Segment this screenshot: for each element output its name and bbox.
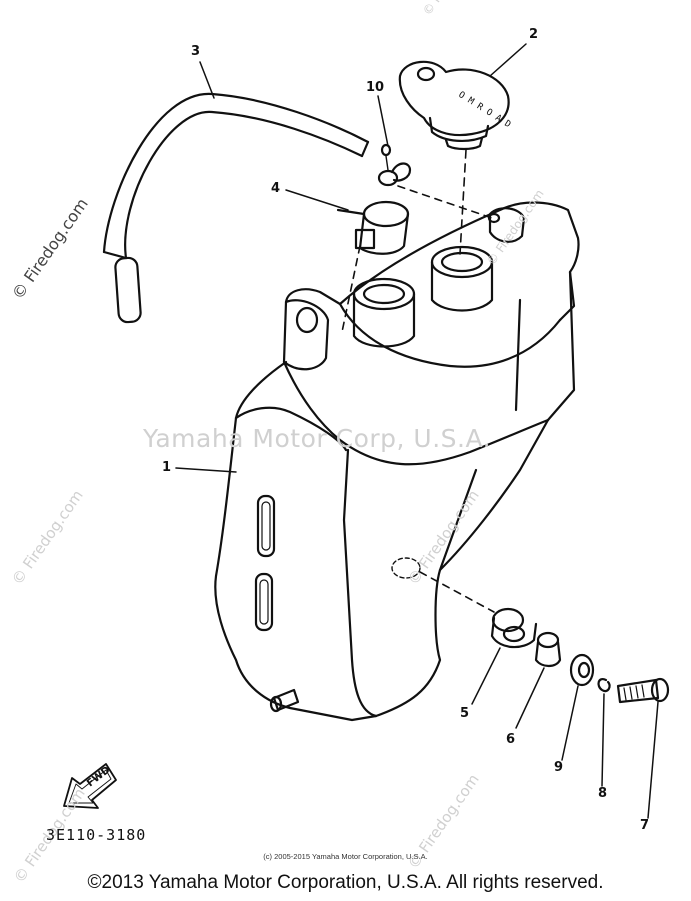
hose-clip [377,143,412,187]
part-code: 3E110-3180 [46,826,147,844]
oil-tank-body [214,201,580,722]
callout-2: 2 [529,27,539,42]
oil-tank-cap [398,60,510,151]
callout-7: 7 [640,818,650,833]
fwd-arrow-icon [63,763,117,809]
watermark-yamaha: Yamaha Motor Corp, U.S.A. [143,424,492,453]
collar [534,631,562,668]
small-copyright: (c) 2005-2015 Yamaha Motor Corporation, … [263,852,428,861]
breather-fitting [336,200,410,255]
callout-10: 10 [366,80,385,95]
callout-3: 3 [191,44,201,59]
callout-4: 4 [271,181,281,196]
washer [569,653,595,687]
callout-8: 8 [598,786,608,801]
callout-5: 5 [460,706,470,721]
callout-1: 1 [162,460,172,475]
leader-lines [175,43,659,819]
callout-6: 6 [506,732,516,747]
grommet [490,607,538,649]
bolt [616,677,670,704]
breather-hose [102,92,370,324]
cap-lettering: O M R O A D [456,90,512,130]
footer-copyright: ©2013 Yamaha Motor Corporation, U.S.A. A… [87,872,604,893]
spring-washer [597,678,611,693]
callout-9: 9 [554,760,564,775]
